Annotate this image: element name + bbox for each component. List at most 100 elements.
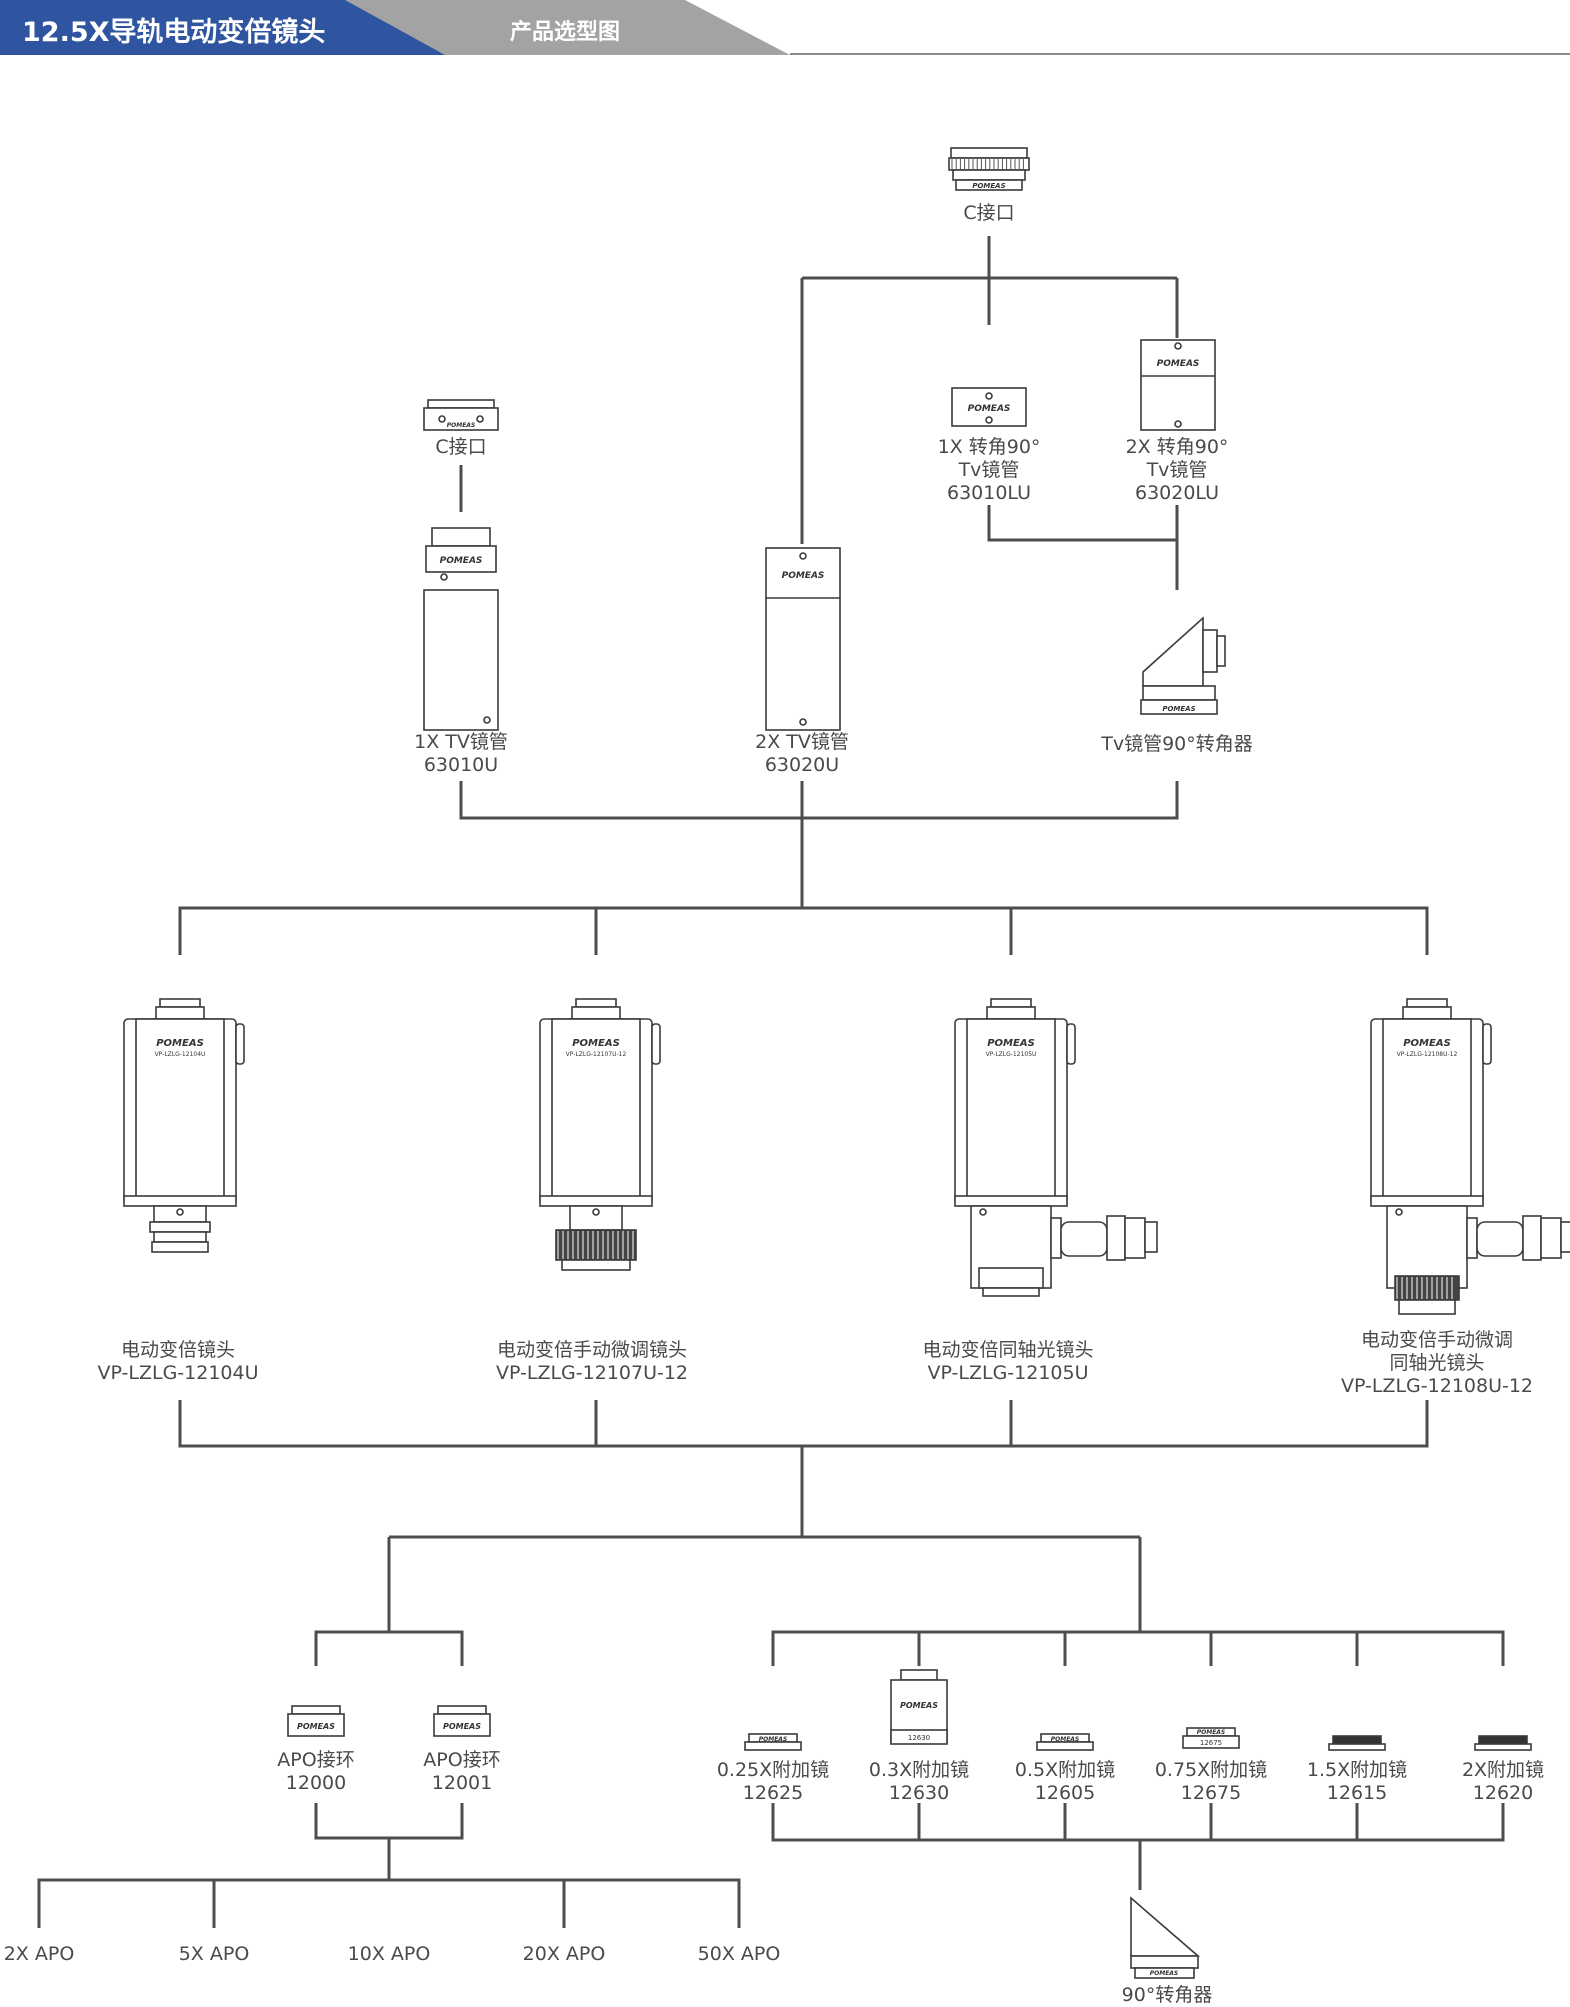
device-part (423, 407, 499, 431)
tube-1x-90-label: 1X 转角90° Tv镜管 63010LU (937, 436, 1041, 504)
apo-objective-label: 10X APO (347, 1943, 431, 1965)
screw-icon (799, 718, 807, 726)
device-part (1142, 685, 1216, 701)
brand-logo: POMEAS (1491, 1739, 1515, 1745)
model-print: VP-LZLG-12108U-12 (1397, 1051, 1458, 1058)
screw-icon (1174, 342, 1182, 350)
apo-objective-label: 5X APO (178, 1943, 250, 1965)
device-part (744, 1741, 802, 1751)
device-part (159, 998, 201, 1008)
device-part (1134, 1967, 1195, 1979)
model-print: VP-LZLG-12107U-12 (566, 1051, 627, 1058)
device-part (551, 1018, 641, 1205)
device-part (1066, 1023, 1076, 1065)
brand-logo: POMEAS (156, 1038, 204, 1049)
apo-ring-icon: POMEAS (433, 1705, 491, 1737)
lens-label: 电动变倍同轴光镜头 VP-LZLG-12105U (922, 1339, 1094, 1384)
device-part (291, 1705, 341, 1715)
screw-icon (799, 552, 807, 560)
prism-label: Tv镜管90°转角器 (1101, 733, 1253, 755)
brand-logo: POMEAS (297, 1722, 335, 1731)
device-part (955, 179, 1023, 191)
right-angle-tube-2x-icon: POMEAS (1140, 339, 1216, 431)
lens-label: 电动变倍手动微调 同轴光镜头 VP-LZLG-12108U-12 (1340, 1329, 1534, 1397)
brand-logo: POMEAS (1051, 1736, 1080, 1743)
device-part (575, 998, 617, 1008)
auxiliary-lens-icon: POMEAS (1474, 1735, 1532, 1751)
c-mount-left-label: C接口 (435, 436, 487, 458)
device-part (1050, 1217, 1062, 1259)
connector-line (178, 906, 1429, 955)
device-part (135, 1018, 225, 1205)
apo-ring-icon: POMEAS (287, 1705, 345, 1737)
brand-logo: POMEAS (1150, 1970, 1179, 1977)
model-print: VP-LZLG-12105U (986, 1051, 1037, 1058)
tv-tube-icon: POMEAS (423, 527, 499, 731)
device-part (651, 1023, 661, 1065)
brand-logo: POMEAS (1345, 1739, 1369, 1745)
device-part (1522, 1215, 1542, 1261)
connector-line (178, 1400, 1429, 1448)
screw-icon (592, 1208, 600, 1216)
device-part (1382, 1018, 1472, 1205)
device-part (149, 1221, 211, 1233)
lens-label: 电动变倍手动微调镜头 VP-LZLG-12107U-12 (495, 1339, 689, 1384)
bottom-prism-label: 90°转角器 (1121, 1984, 1213, 2006)
device-part (966, 1018, 1056, 1205)
device-part (900, 1669, 938, 1681)
screw-icon (476, 415, 484, 423)
connector-line (459, 781, 1179, 820)
device-part (151, 1241, 209, 1253)
device-part (433, 1713, 491, 1737)
brand-logo: POMEAS (900, 1701, 938, 1710)
model-print: 12675 (1200, 1739, 1222, 1747)
device-part (1466, 1217, 1478, 1259)
device-part (427, 399, 495, 409)
connector-line (314, 1803, 464, 1840)
device-part (1124, 1217, 1146, 1259)
screw-icon (979, 1208, 987, 1216)
auxiliary-lens-icon: POMEAS 12630 (890, 1669, 948, 1745)
device-part (890, 1729, 948, 1745)
tube-2x-label: 2X TV镜管 63020U (755, 731, 849, 776)
device-part (952, 169, 1026, 181)
auxiliary-lens-icon: POMEAS (1328, 1735, 1386, 1751)
apo-objective-label: 20X APO (522, 1943, 606, 1965)
device-part (235, 1023, 245, 1065)
device-part (990, 998, 1032, 1008)
page-title: 12.5X导轨电动变倍镜头 (22, 17, 326, 48)
device-part (571, 1006, 621, 1020)
device-illustrations: POMEASPOMEASPOMEASPOMEASPOMEASPOMEASPOME… (123, 147, 1570, 1979)
model-print: 12630 (908, 1734, 930, 1742)
device-part (1476, 1221, 1524, 1257)
screw-icon (440, 573, 448, 581)
device-part (437, 1705, 487, 1715)
device-part (1386, 1205, 1468, 1289)
connector-line (37, 1878, 741, 1928)
brand-logo: POMEAS (968, 404, 1011, 414)
device-part (425, 545, 497, 573)
device-part (123, 1195, 237, 1207)
tv-tube-2x-icon: POMEAS (765, 547, 841, 731)
apo-objective-label: 2X APO (3, 1943, 75, 1965)
device-part (1182, 1735, 1240, 1749)
device-part (1036, 1741, 1094, 1751)
lens-label: 电动变倍镜头 VP-LZLG-12104U (97, 1339, 259, 1384)
device-part (982, 1287, 1040, 1297)
brand-logo: POMEAS (572, 1038, 620, 1049)
device-part (954, 1195, 1068, 1207)
device-part (1202, 629, 1218, 673)
screw-icon (176, 1208, 184, 1216)
brand-logo: POMEAS (972, 182, 1005, 190)
device-part (1106, 1215, 1126, 1261)
brand-logo: POMEAS (443, 1722, 481, 1731)
device-part (1144, 1221, 1158, 1253)
device-part (1406, 998, 1448, 1008)
device-part (1142, 616, 1204, 687)
screw-icon (483, 716, 491, 724)
c-mount-adapter-icon: POMEAS (948, 147, 1030, 191)
screw-icon (985, 392, 993, 400)
